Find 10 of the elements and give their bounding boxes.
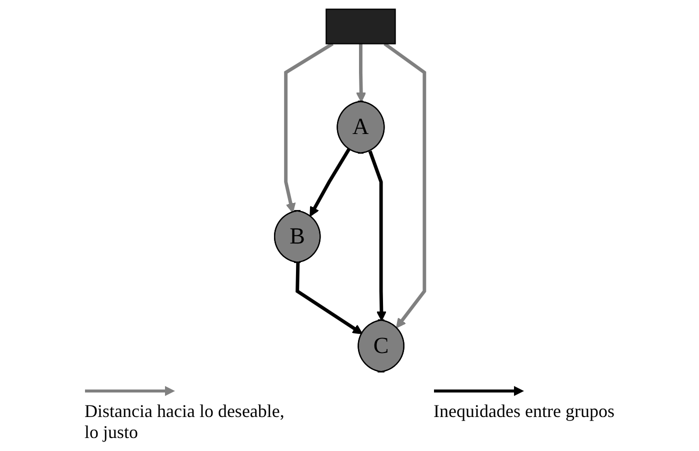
legend-text: Distancia hacia lo deseable, lo justo <box>84 401 284 443</box>
node-bar <box>326 8 396 44</box>
legend-text: Inequidades entre grupos <box>434 401 614 422</box>
arrow <box>284 42 334 214</box>
arrow <box>296 262 363 334</box>
arrow <box>310 148 351 217</box>
flow-diagram: A B C <box>0 0 699 381</box>
arrow <box>384 42 426 328</box>
arrow <box>356 44 366 102</box>
arrow <box>368 150 387 322</box>
